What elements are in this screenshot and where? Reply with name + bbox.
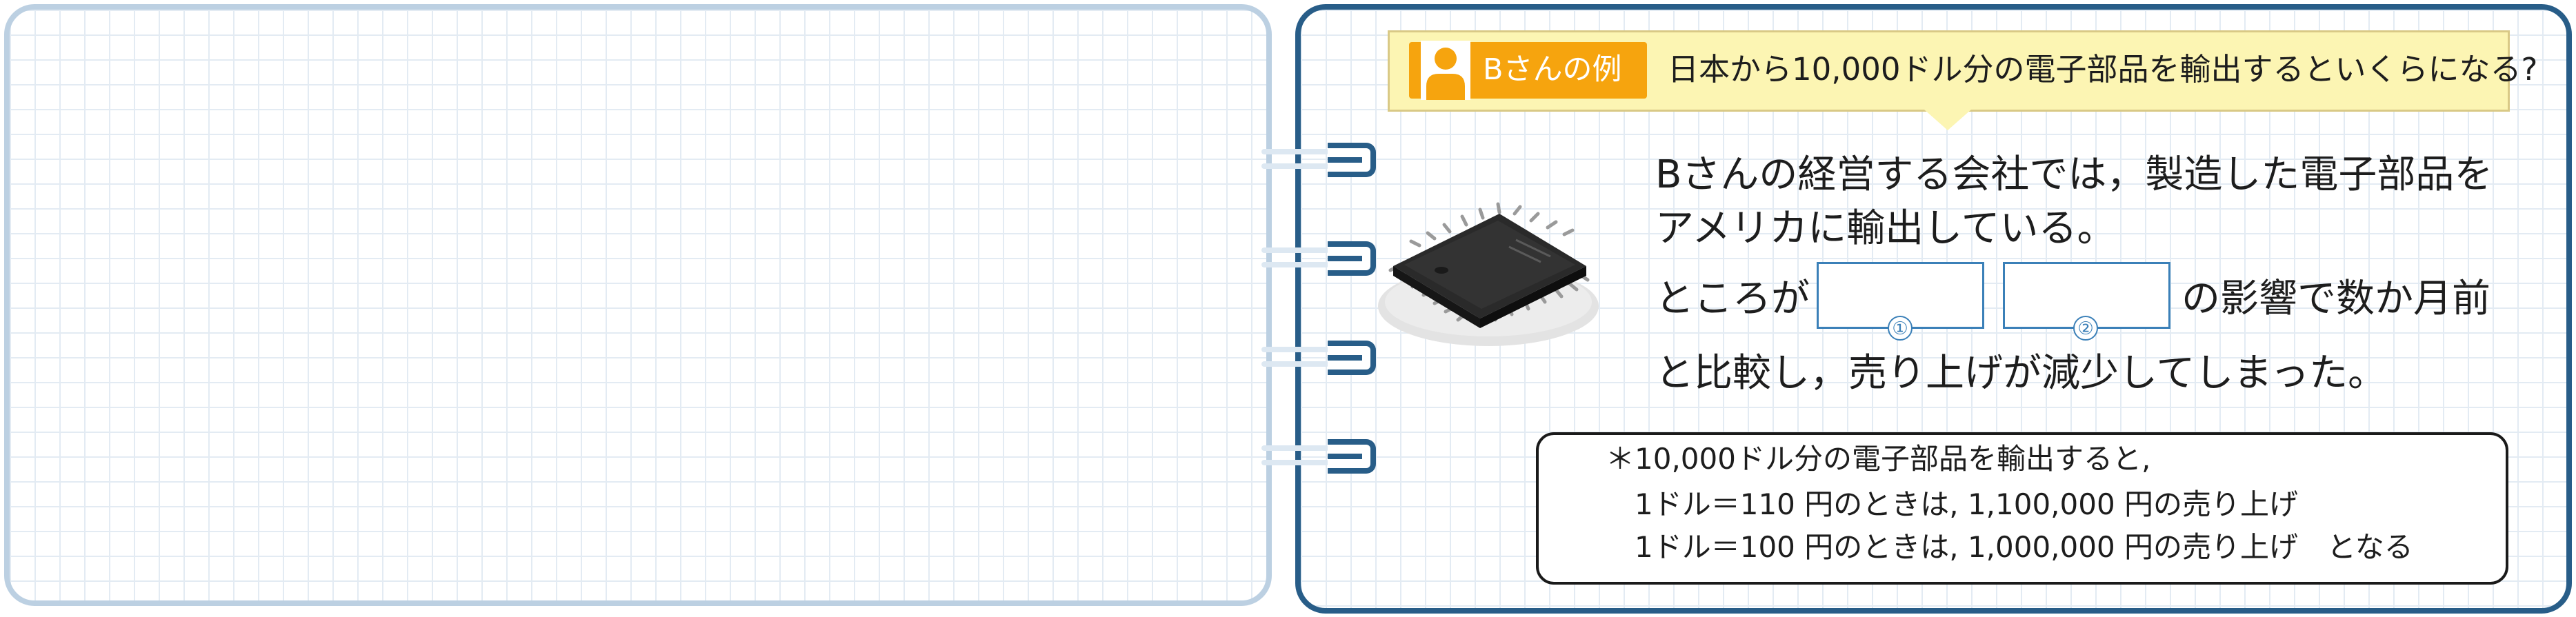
binder-ring-2 [1261,241,1379,276]
binder-ring-4 [1261,439,1379,474]
note-line-2: 1ドル＝110 円のときは, 1,100,000 円の売り上げ [1635,487,2299,521]
blank-number-1: ① [1888,316,1913,341]
blank-number-2: ② [2073,316,2098,341]
note-line-3: 1ドル＝100 円のときは, 1,000,000 円の売り上げ となる [1635,530,2413,564]
story-line-4: と比較し，売り上げが減少してしまった。 [1655,351,2387,396]
badge-label: Bさんの例 [1483,52,1622,87]
header-pointer [1924,110,1971,130]
binder-ring-3 [1261,341,1379,375]
story-line-3-prefix: ところが [1655,276,1810,321]
note-line-1: ＊10,000ドル分の電子部品を輸出すると, [1606,442,2151,476]
left-page-panel [4,4,1272,606]
person-icon [1421,41,1470,100]
header-question: 日本から10,000ドル分の電子部品を輸出するといくらになる? [1668,51,2538,88]
story-line-3-suffix: の影響で数か月前 [2181,276,2490,321]
story-line-2: アメリカに輸出している。 [1655,206,2116,251]
story-line-1: Bさんの経営する会社では，製造した電子部品を [1655,152,2493,197]
note-box [1536,432,2508,585]
binder-ring-1 [1261,143,1379,177]
microchip-icon [1378,202,1599,346]
